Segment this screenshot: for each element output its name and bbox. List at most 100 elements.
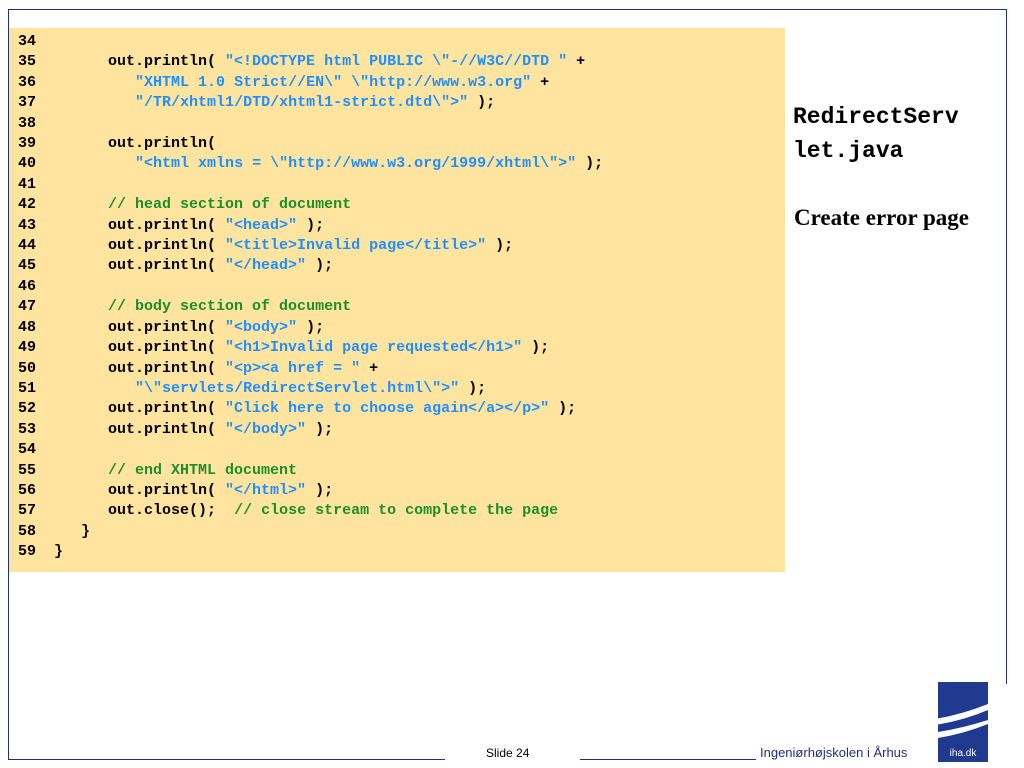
line-number: 53 bbox=[18, 420, 37, 438]
code-panel bbox=[9, 28, 785, 572]
string-literal: "<p><a href = " bbox=[225, 359, 361, 377]
code-line: 54 bbox=[18, 440, 603, 460]
code-comment: // end XHTML document bbox=[108, 461, 298, 479]
code-text: out.println( bbox=[36, 339, 226, 357]
code-text: ); bbox=[459, 379, 487, 397]
slide-number: Slide 24 bbox=[486, 746, 530, 760]
code-text: ); bbox=[297, 318, 325, 336]
code-line: 44 out.println( "<title>Invalid page</ti… bbox=[18, 236, 603, 256]
code-text: out.println( bbox=[36, 135, 217, 153]
code-comment: // body section of document bbox=[108, 298, 352, 316]
line-number: 35 bbox=[18, 53, 37, 71]
code-line: 37 "/TR/xhtml1/DTD/xhtml1-strict.dtd\">"… bbox=[18, 93, 603, 113]
code-line: 36 "XHTML 1.0 Strict//EN\" \"http://www.… bbox=[18, 73, 603, 93]
code-text: ); bbox=[306, 257, 334, 275]
code-text: out.println( bbox=[36, 216, 226, 234]
line-number: 40 bbox=[18, 155, 37, 173]
line-number: 46 bbox=[18, 277, 37, 295]
string-literal: "</body>" bbox=[225, 420, 307, 438]
line-number: 41 bbox=[18, 175, 37, 193]
code-line: 34 bbox=[18, 32, 603, 52]
string-literal: "Click here to choose again</a></p>" bbox=[225, 400, 550, 418]
line-number: 37 bbox=[18, 94, 37, 112]
code-text: out.close(); bbox=[36, 502, 235, 520]
code-text: ); bbox=[486, 237, 514, 255]
code-text: ); bbox=[522, 339, 550, 357]
string-literal: "\"servlets/RedirectServlet.html\">" bbox=[135, 379, 460, 397]
code-text: out.println( bbox=[36, 400, 226, 418]
line-number: 42 bbox=[18, 196, 37, 214]
code-text: ); bbox=[306, 420, 334, 438]
code-line: 53 out.println( "</body>" ); bbox=[18, 420, 603, 440]
code-text bbox=[36, 298, 108, 315]
code-text: ); bbox=[468, 94, 496, 112]
slide-subtitle: Create error page bbox=[794, 205, 969, 230]
code-line: 52 out.println( "Click here to choose ag… bbox=[18, 399, 603, 419]
line-number: 52 bbox=[18, 400, 37, 418]
code-text bbox=[36, 74, 135, 91]
line-number: 57 bbox=[18, 502, 37, 520]
code-line: 47 // body section of document bbox=[18, 297, 603, 317]
string-literal: "</head>" bbox=[225, 257, 307, 275]
code-line: 35 out.println( "<!DOCTYPE html PUBLIC \… bbox=[18, 52, 603, 72]
code-line: 55 // end XHTML document bbox=[18, 461, 603, 481]
line-number: 34 bbox=[18, 33, 37, 50]
string-literal: "<h1>Invalid page requested</h1>" bbox=[225, 339, 523, 357]
code-line: 51 "\"servlets/RedirectServlet.html\">" … bbox=[18, 379, 603, 399]
code-text: } bbox=[36, 543, 64, 561]
line-number: 36 bbox=[18, 73, 37, 91]
code-line: 43 out.println( "<head>" ); bbox=[18, 216, 603, 236]
code-line: 59 } bbox=[18, 542, 603, 562]
string-literal: "<!DOCTYPE html PUBLIC \"-//W3C//DTD " bbox=[225, 53, 568, 71]
code-text: out.println( bbox=[36, 318, 226, 336]
code-text: out.println( bbox=[36, 420, 226, 438]
code-line: 42 // head section of document bbox=[18, 195, 603, 215]
line-number: 56 bbox=[18, 481, 37, 499]
line-number: 50 bbox=[18, 359, 37, 377]
slide-frame-top bbox=[8, 9, 1007, 10]
code-text bbox=[36, 462, 108, 479]
code-text: ); bbox=[549, 400, 577, 418]
file-title: RedirectServ let.java bbox=[793, 100, 959, 168]
code-comment: // head section of document bbox=[108, 196, 352, 214]
code-text: } bbox=[36, 522, 91, 540]
code-line: 50 out.println( "<p><a href = " + bbox=[18, 359, 603, 379]
code-line: 49 out.println( "<h1>Invalid page reques… bbox=[18, 338, 603, 358]
code-text: + bbox=[360, 359, 379, 377]
line-number: 47 bbox=[18, 298, 37, 316]
code-text: ); bbox=[576, 155, 604, 173]
code-line: 46 bbox=[18, 277, 603, 297]
logo-text: iha.dk bbox=[950, 748, 978, 759]
line-number: 38 bbox=[18, 114, 37, 132]
line-number: 54 bbox=[18, 441, 37, 459]
string-literal: "<body>" bbox=[225, 318, 298, 336]
code-line: 58 } bbox=[18, 522, 603, 542]
line-number: 49 bbox=[18, 339, 37, 357]
code-line: 48 out.println( "<body>" ); bbox=[18, 318, 603, 338]
code-text bbox=[36, 380, 135, 397]
code-text: out.println( bbox=[36, 481, 226, 499]
slide-frame-bottom-right bbox=[580, 759, 756, 760]
code-text bbox=[36, 155, 135, 172]
slide-frame-bottom-left bbox=[8, 759, 445, 760]
code-text: + bbox=[531, 73, 550, 91]
line-number: 43 bbox=[18, 216, 37, 234]
code-line: 38 bbox=[18, 114, 603, 134]
line-number: 59 bbox=[18, 543, 37, 561]
line-number: 48 bbox=[18, 318, 37, 336]
slide-frame-left bbox=[8, 9, 9, 760]
code-comment: // close stream to complete the page bbox=[234, 502, 559, 520]
string-literal: "<html xmlns = \"http://www.w3.org/1999/… bbox=[135, 155, 577, 173]
code-line: 56 out.println( "</html>" ); bbox=[18, 481, 603, 501]
code-text: out.println( bbox=[36, 359, 226, 377]
code-line: 39 out.println( bbox=[18, 134, 603, 154]
code-line: 45 out.println( "</head>" ); bbox=[18, 256, 603, 276]
institution-name: Ingeniørhøjskolen i Århus bbox=[760, 745, 908, 760]
line-number: 55 bbox=[18, 461, 37, 479]
line-number: 45 bbox=[18, 257, 37, 275]
code-text: out.println( bbox=[36, 53, 226, 71]
code-text: out.println( bbox=[36, 257, 226, 275]
line-number: 51 bbox=[18, 379, 37, 397]
code-text: ); bbox=[306, 481, 334, 499]
string-literal: "<head>" bbox=[225, 216, 298, 234]
